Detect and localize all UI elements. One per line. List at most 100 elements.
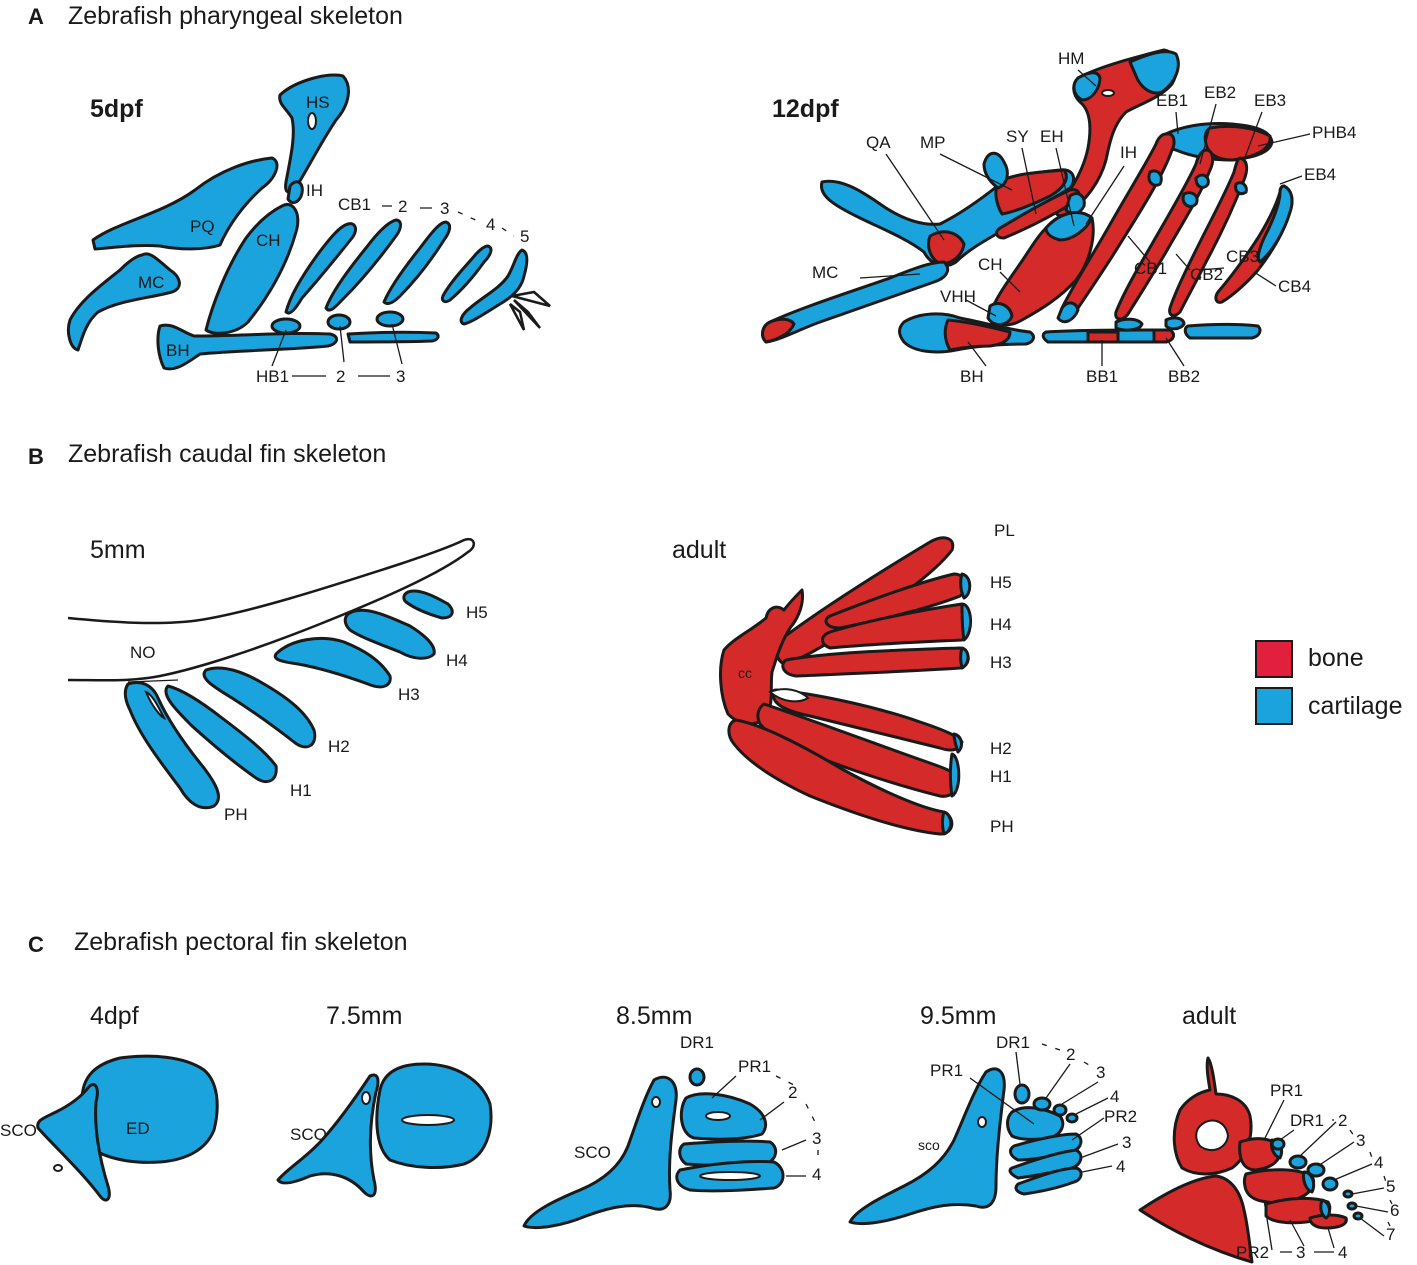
label-sco-7-5mm: SCO (290, 1125, 327, 1144)
label-hb2: 2 (336, 367, 345, 386)
scapular-foramen (1195, 1119, 1230, 1152)
label-phb4: PHB4 (1312, 123, 1356, 142)
bb3-cartilage (1183, 323, 1262, 340)
pectoral-8-5mm: 8.5mm SCO DR1 PR1 2 3 4 (522, 1002, 821, 1230)
mp-dorsal-process (982, 151, 1009, 190)
label-dr3-9-5mm: 3 (1096, 1063, 1105, 1082)
label-ph-5mm: PH (224, 805, 248, 824)
hm-cartilage-cap (1128, 50, 1180, 95)
pharyngeal-teeth (508, 290, 551, 331)
label-pr1-8-5mm: PR1 (738, 1057, 771, 1076)
sco-cartilage-8-5mm (522, 1075, 678, 1230)
bh-bone-12dpf (943, 318, 1012, 352)
h4-bone (821, 602, 971, 650)
label-eh: EH (1040, 127, 1064, 146)
hb1-cartilage (270, 317, 302, 335)
ih-cartilage (286, 180, 304, 205)
legend: bone cartilage (1255, 640, 1403, 725)
stage-label-5dpf: 5dpf (90, 95, 143, 123)
dr3-cartilage-adult (1306, 1162, 1326, 1178)
label-mc-12dpf: MC (812, 263, 838, 282)
label-hs: HS (306, 93, 330, 112)
dr2-cartilage-9-5mm (1032, 1096, 1052, 1112)
hm-cartilage-left (1072, 71, 1102, 102)
bh-cartilage (156, 323, 338, 371)
label-sco-9-5mm: sco (918, 1137, 940, 1153)
leaders-8-5mm (711, 1075, 807, 1177)
label-dr4-9-5mm: 4 (1110, 1087, 1119, 1106)
hb3-cartilage (375, 310, 405, 328)
cleithrum-bone (1138, 1174, 1254, 1264)
pr4-cartilage-9-5mm (1014, 1166, 1083, 1196)
label-ch: CH (256, 231, 281, 250)
cb1-cartilage-cap (1056, 301, 1080, 324)
legend-label-bone: bone (1308, 644, 1364, 672)
label-dr1-adult: DR1 (1290, 1111, 1324, 1130)
label-h2-5mm: H2 (328, 737, 350, 756)
label-ph-adult: PH (990, 817, 1014, 836)
label-h1-adult: H1 (990, 767, 1012, 786)
bb1-bone (1086, 330, 1120, 344)
sco-cartilage-9-5mm (848, 1067, 1006, 1226)
cb5-cartilage (459, 248, 529, 326)
label-pr4-8-5mm: 4 (812, 1165, 821, 1184)
cb-connector (382, 205, 432, 209)
label-bb1: BB1 (1086, 367, 1118, 386)
pr3-fenestra (699, 1171, 761, 1181)
legend-swatch-bone (1255, 640, 1293, 678)
label-cb2-12dpf: CB2 (1190, 265, 1223, 284)
label-pr4-9-5mm: 4 (1116, 1157, 1125, 1176)
disc-fenestra-7-5mm (401, 1114, 455, 1126)
sco-cartilage-7-5mm (276, 1073, 380, 1198)
eb-joints (1147, 169, 1248, 208)
dr1-cartilage-adult (1270, 1137, 1286, 1151)
stage-label-4dpf: 4dpf (90, 1002, 139, 1030)
pharyngeal-12dpf: 12dpf (761, 48, 1356, 386)
panel-b: B Zebrafish caudal fin skeleton 5mm NO H… (28, 440, 1403, 836)
label-dr5-adult: 5 (1386, 1177, 1395, 1196)
label-eb1: EB1 (1156, 91, 1188, 110)
stage-label-adult-pectoral: adult (1182, 1002, 1236, 1030)
label-pr2-8-5mm: 2 (788, 1083, 797, 1102)
label-dr7-adult: 7 (1386, 1225, 1395, 1244)
panel-b-title: Zebrafish caudal fin skeleton (68, 440, 386, 468)
dr7-cartilage-adult (1352, 1211, 1364, 1221)
label-eb3: EB3 (1254, 91, 1286, 110)
pr1-bone-adult (1238, 1137, 1282, 1172)
dr2-cartilage-adult (1288, 1154, 1308, 1170)
label-pr1-adult: PR1 (1270, 1081, 1303, 1100)
mc-cartilage (66, 252, 181, 352)
stage-label-adult-caudal: adult (672, 536, 726, 564)
label-h3-adult: H3 (990, 653, 1012, 672)
ch-cartilage (204, 203, 300, 335)
cb1-cartilage (284, 222, 357, 315)
label-cb4: 4 (486, 215, 495, 234)
panel-c-title: Zebrafish pectoral fin skeleton (74, 928, 408, 956)
cb4-cartilage (1256, 184, 1294, 264)
h1-bone (756, 702, 960, 798)
label-bb2: BB2 (1168, 367, 1200, 386)
panel-a-title: Zebrafish pharyngeal skeleton (68, 2, 403, 30)
sco-foramen-9-5mm (977, 1116, 987, 1128)
label-pr3-adult: 3 (1296, 1243, 1305, 1262)
label-ih-12dpf: IH (1120, 143, 1137, 162)
label-bh-12dpf: BH (960, 367, 984, 386)
label-pr3-8-5mm: 3 (812, 1129, 821, 1148)
hb-12dpf (1114, 316, 1186, 332)
h1-cartilage (164, 684, 278, 783)
label-hb1: HB1 (256, 367, 289, 386)
leaders-adult (1263, 1099, 1389, 1253)
stage-label-9-5mm: 9.5mm (920, 1002, 996, 1030)
label-cb5: 5 (520, 227, 529, 246)
label-sco-4dpf: SCO (0, 1121, 37, 1140)
sco-foramen-8-5mm (651, 1096, 661, 1108)
hs-foramen (307, 112, 317, 130)
qa-bone (926, 230, 966, 266)
label-h2-adult: H2 (990, 739, 1012, 758)
pq-cartilage (91, 156, 279, 251)
hb-leaders (271, 323, 403, 367)
cb4-cartilage (440, 244, 493, 304)
hm-foramen (1101, 89, 1115, 97)
label-h1-5mm: H1 (290, 781, 312, 800)
